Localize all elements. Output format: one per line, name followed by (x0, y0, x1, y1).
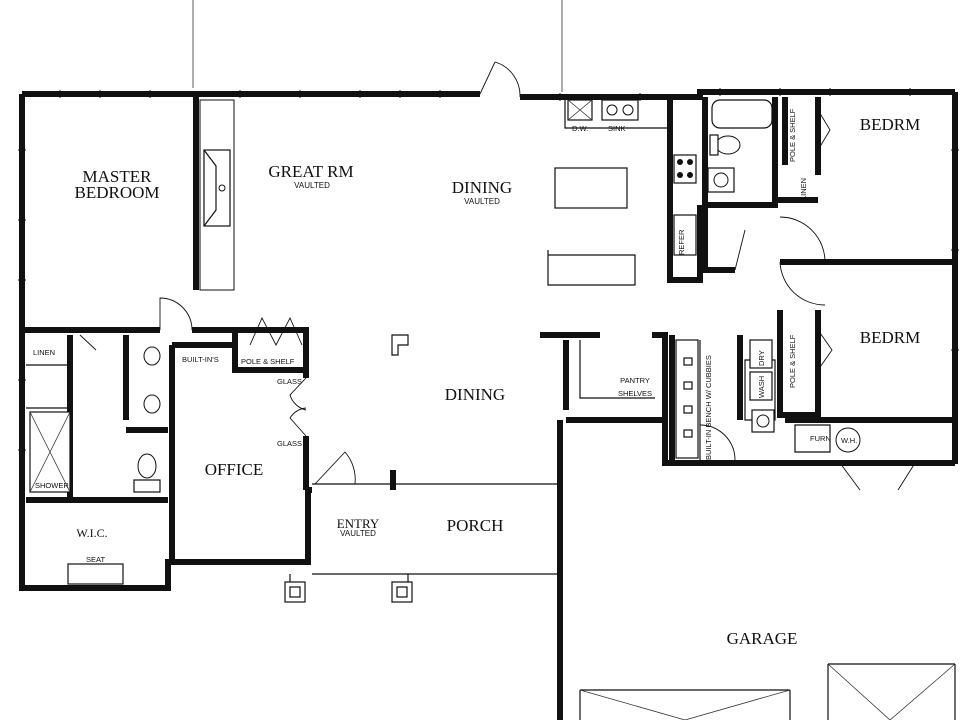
linen-bath-label: LINEN (799, 178, 808, 200)
interior-doors (79, 109, 916, 491)
master-label-line2: BEDROOM (74, 183, 159, 202)
pole-shelf-bed2-label: POLE & SHELF (788, 334, 797, 388)
master-label-line1: MASTER (83, 167, 153, 186)
bedroom-2-label: BEDRM (860, 328, 920, 347)
top-wall-ticks (18, 88, 959, 451)
sink-label: SINK (608, 124, 626, 133)
pole-shelf-hall-label: POLE & SHELF (241, 357, 295, 366)
fixtures (29, 99, 956, 720)
office-label: OFFICE (205, 460, 264, 479)
room-labels: MASTER BEDROOM GREAT RM VAULTED DINING V… (74, 115, 920, 648)
entry-label: ENTRY (337, 516, 380, 531)
linen-master-label: LINEN (33, 348, 55, 357)
wh-label: W.H. (841, 436, 857, 445)
built-ins-label: BUILT-IN'S (182, 355, 219, 364)
fixture-labels: D.W. SINK REFER LINEN LINEN SHOWER SEAT … (33, 108, 857, 564)
dining-main-label: DINING (445, 385, 505, 404)
wic-label: W.I.C. (76, 526, 107, 540)
wash-label: WASH (757, 376, 766, 398)
garage-label: GARAGE (727, 629, 798, 648)
dw-label: D.W. (572, 124, 588, 133)
bedroom-1-label: BEDRM (860, 115, 920, 134)
furn-label: FURN (810, 434, 831, 443)
pantry-label-line1: PANTRY (620, 376, 650, 385)
glass-label-2: GLASS (277, 439, 302, 448)
great-room-label: GREAT RM (268, 162, 353, 181)
dining-top-label: DINING (452, 178, 512, 197)
bench-label: BUILT-IN BENCH W/ CUBBIES (704, 355, 713, 460)
glass-label-1: GLASS (277, 377, 302, 386)
back-door (479, 61, 521, 98)
pole-shelf-bed1-label: POLE & SHELF (788, 108, 797, 162)
porch-label: PORCH (447, 516, 504, 535)
great-room-note: VAULTED (294, 181, 330, 190)
dining-top-note: VAULTED (464, 197, 500, 206)
seat-label: SEAT (86, 555, 105, 564)
construction-lines (192, 0, 563, 92)
exterior-walls (19, 89, 958, 720)
refer-label: REFER (677, 229, 686, 255)
pantry-label-line2: SHELVES (618, 389, 652, 398)
entry-note: VAULTED (340, 529, 376, 538)
interior-walls (22, 94, 955, 562)
shower-label: SHOWER (35, 481, 69, 490)
dry-label: DRY (757, 350, 766, 366)
